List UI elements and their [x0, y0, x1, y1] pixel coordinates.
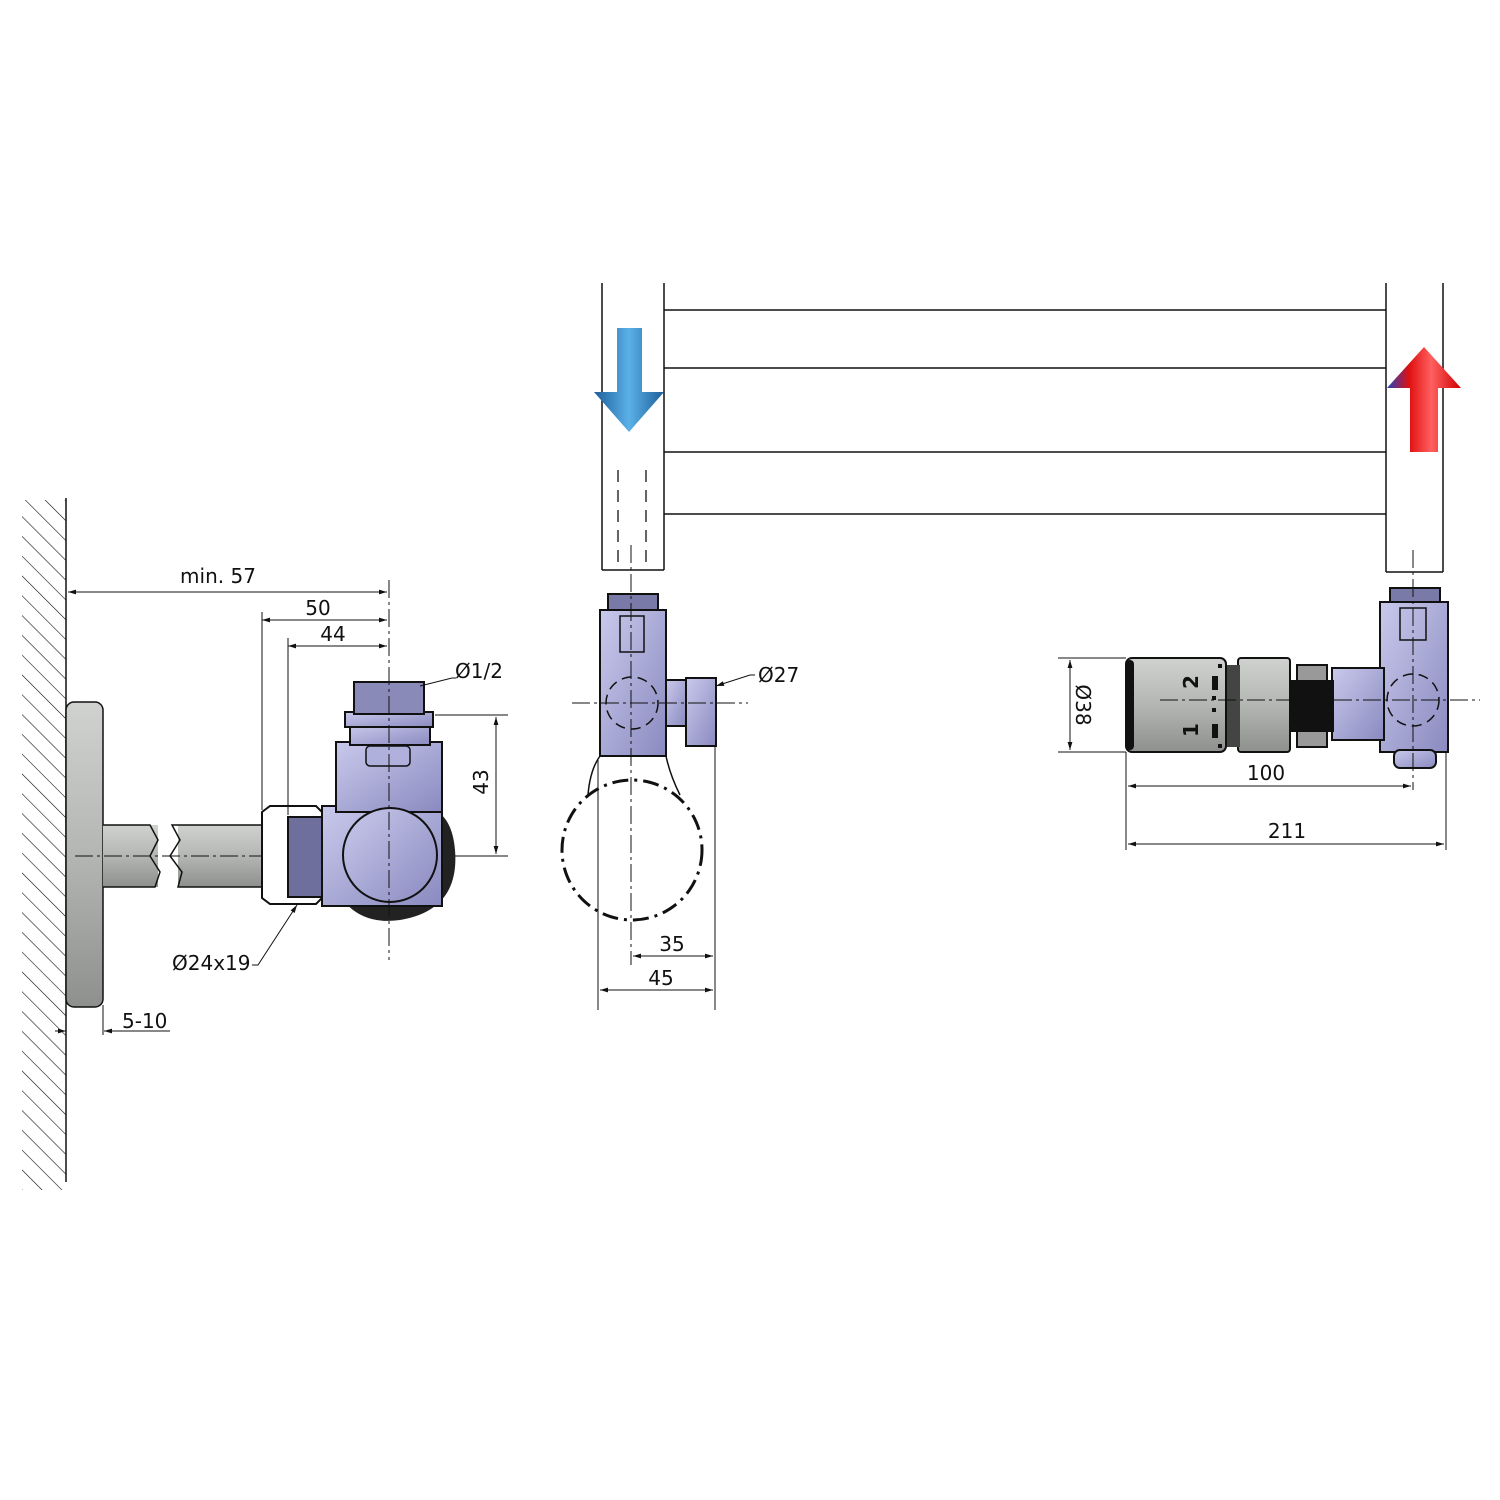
angle-valve-side	[261, 580, 456, 960]
pipe-size-label: Ø24x19	[172, 951, 250, 975]
dial-scale	[1212, 664, 1222, 748]
dim-43: 43	[469, 769, 493, 794]
dim-27: Ø27	[758, 663, 799, 687]
dim-min-57: min. 57	[180, 564, 256, 588]
wall-rosette	[65, 701, 104, 1008]
dim-211: 211	[1268, 819, 1306, 843]
dial-mark-2: 2	[1179, 675, 1203, 689]
dial-mark-1: 1	[1179, 723, 1203, 737]
wall	[22, 498, 67, 1190]
thread-size-label: Ø1/2	[455, 659, 503, 683]
radiator	[601, 283, 1444, 573]
thermo-dimensions: Ø38 100 211	[1058, 657, 1447, 850]
dim-50: 50	[305, 596, 330, 620]
angle-valve-front	[560, 545, 748, 965]
front-dimensions: Ø27 35 45	[597, 663, 799, 1010]
dim-5-10: 5-10	[122, 1009, 167, 1033]
thermostatic-valve: 2 1	[1125, 550, 1480, 790]
dim-44: 44	[320, 622, 345, 646]
side-dimensions: min. 57 50 44 Ø1/2 43 Ø24x19 5-10	[55, 564, 508, 1035]
dim-100: 100	[1247, 761, 1285, 785]
flow-down-arrow-icon	[594, 328, 664, 432]
flow-up-arrow-icon	[1387, 347, 1461, 452]
dim-38: Ø38	[1071, 684, 1095, 725]
dim-35: 35	[659, 932, 684, 956]
dim-45: 45	[648, 966, 673, 990]
